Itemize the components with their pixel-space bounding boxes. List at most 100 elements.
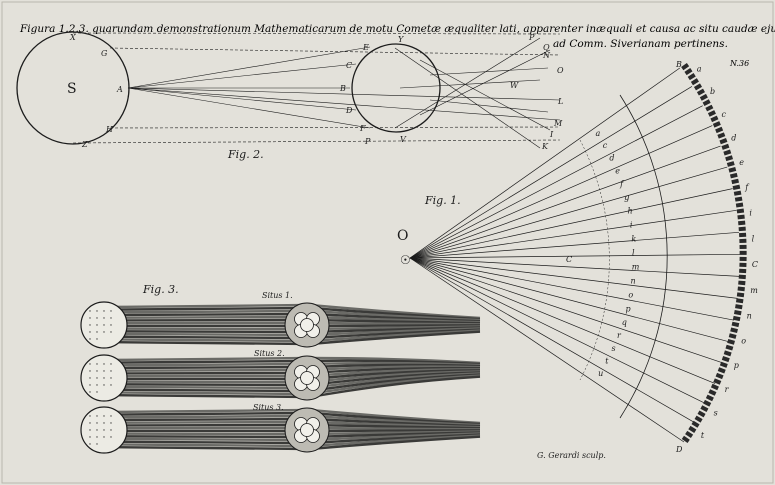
fig1-outer-letter: o: [741, 336, 746, 345]
fig2-label-e: E: [362, 43, 369, 52]
sun-stipple: [96, 436, 98, 438]
sun-stipple: [110, 429, 112, 431]
fig1-arc-letter: f: [619, 179, 625, 188]
fig1-arc-letter: c: [603, 141, 608, 150]
fig1-arc-letter: r: [617, 331, 622, 340]
sun-stipple: [96, 310, 98, 312]
sun-stipple: [89, 370, 91, 372]
fig1-outer-letter: r: [725, 385, 730, 394]
fig1-ray: [409, 257, 738, 299]
sun-stipple: [96, 422, 98, 424]
sun-stipple: [110, 324, 112, 326]
sun-stipple: [110, 415, 112, 417]
comet-nucleus-lobe: [300, 371, 314, 385]
sun-stipple: [89, 324, 91, 326]
fig1-labels: O ☉ B C D Fig. 1. acdefghiklmnopqrstuabc…: [397, 60, 758, 454]
fig1-outer-letter: p: [734, 361, 739, 370]
fig1-arc-letter: s: [612, 344, 616, 353]
sun-stipple: [103, 331, 105, 333]
fig2-label-h: H: [105, 125, 114, 134]
sun-stipple: [89, 331, 91, 333]
fig2-label-b: B: [339, 84, 346, 93]
fig2-label-x: X: [69, 33, 76, 42]
fig1-arc-letter: d: [609, 153, 614, 162]
sun-stipple: [103, 377, 105, 379]
fig1-arc-letter: h: [628, 207, 633, 216]
observer-label: O: [397, 228, 408, 244]
sun-stipple: [89, 415, 91, 417]
sun-stipple: [89, 338, 91, 340]
sun-stipple: [110, 422, 112, 424]
fig1-arc-letter: a: [596, 129, 601, 138]
sun-stipple: [89, 391, 91, 393]
sun-stipple: [110, 310, 112, 312]
fig2-label-v: V: [400, 135, 407, 144]
comet-tail-streak: [103, 356, 481, 365]
fig1-arc-letter: t: [605, 357, 609, 366]
fig1-scale-arc: [681, 63, 747, 444]
fig1-ray: [409, 231, 740, 259]
fig2-cross: [394, 37, 551, 149]
sun-stipple: [96, 391, 98, 393]
fig2-label-n: N: [542, 51, 551, 60]
sun-stipple: [96, 331, 98, 333]
fig1-outer-letter: m: [750, 286, 758, 295]
fig2-label-c: C: [346, 61, 352, 70]
fig1-ray: [409, 166, 728, 259]
fig1-arc-letter: p: [626, 304, 631, 313]
fig1-ray: [409, 209, 737, 259]
fig1-ray: [409, 67, 681, 259]
comet-nucleus-lobe: [300, 423, 314, 437]
engraver-signature: G. Gerardi sculp.: [537, 451, 606, 460]
fig2-label-g: G: [101, 49, 108, 58]
title-line-2: ad Comm. Siverianam pertinens.: [553, 38, 728, 50]
fig1-ray: [409, 257, 735, 321]
fig1-outer-letter: a: [697, 65, 702, 74]
sun-stipple: [89, 443, 91, 445]
fig2-rays: [127, 46, 561, 129]
plate-number: N.36: [729, 59, 749, 68]
fig1-outer-letter: C: [752, 260, 758, 269]
fig1-outer-letter: t: [701, 431, 705, 440]
sun-stipple: [89, 363, 91, 365]
fig1-arc-letter: o: [628, 291, 633, 300]
figure-3: Fig. 3. Situs 1. Situs 2. Situs 3.: [80, 283, 481, 454]
figure-1: [409, 63, 747, 444]
sun-stipple: [96, 363, 98, 365]
comet-orbit-circle: [351, 43, 441, 133]
sun-stipple: [103, 422, 105, 424]
sun-stipple: [89, 422, 91, 424]
fig1-ray: [409, 257, 716, 384]
fig1-ray: [409, 257, 740, 277]
fig1-ray: [409, 105, 703, 259]
title-line-1: Figura 1.2.3. quarundam demonstrationum …: [19, 23, 775, 35]
fig2-labels: S A X G H Z E C B D F Y V P P Q N O W L …: [67, 33, 564, 161]
fig1-outer-letter: d: [731, 134, 736, 143]
sun-stipple: [103, 429, 105, 431]
comet-row: [80, 354, 481, 402]
fig1-arc-letter: k: [631, 235, 636, 244]
fig1-inner-arc-2: [579, 139, 610, 381]
sun-stipple: [96, 370, 98, 372]
sun-stipple: [89, 310, 91, 312]
fig2-label-k: K: [541, 142, 549, 151]
sun-label: S: [67, 81, 77, 97]
fig2-label-w: W: [510, 81, 519, 90]
fig2-label-z: Z: [81, 140, 88, 149]
situs-3-label: Situs 3.: [253, 403, 284, 412]
sun-stipple: [89, 317, 91, 319]
fig1-outer-letter: c: [722, 110, 727, 119]
fig1-outer-letter: s: [714, 408, 718, 417]
fig1-outer-letter: i: [749, 209, 752, 218]
fig1-arc-letter: l: [632, 249, 635, 258]
fig1-outer-letter: f: [744, 183, 750, 192]
fig1-ray: [409, 257, 707, 405]
fig1-ray: [409, 257, 685, 443]
point-b-label: B: [675, 60, 682, 69]
comet-tail-streak: [103, 303, 481, 320]
sun-stipple: [103, 363, 105, 365]
sun-stipple: [103, 317, 105, 319]
fig1-ray: [409, 257, 696, 424]
